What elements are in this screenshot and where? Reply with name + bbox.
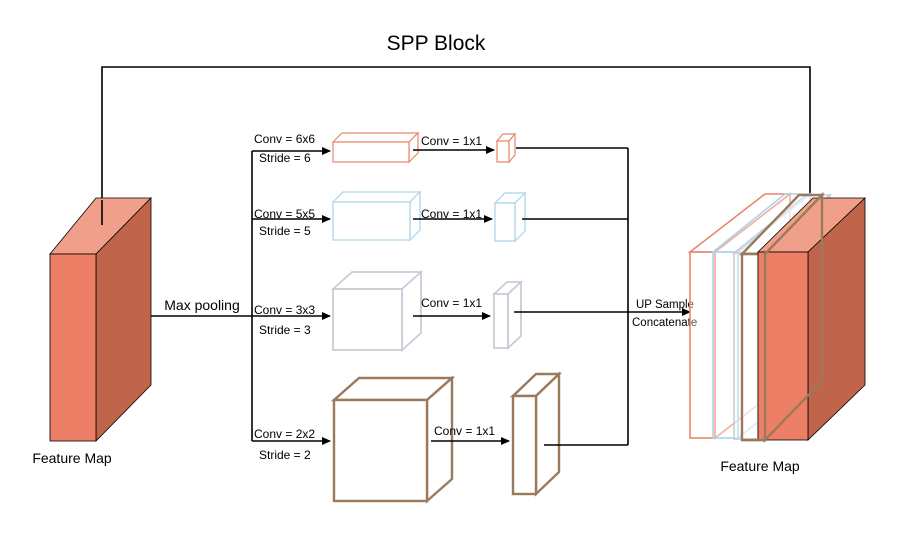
branch-2x2-conv1x1-box — [510, 371, 562, 497]
input-feature-map-front — [49, 253, 97, 442]
branch-3x3-stride-label: Stride = 3 — [259, 323, 311, 337]
branch-3x3-pool-conv-label: Conv = 3x3 — [254, 303, 315, 317]
output-feature-map-label: Feature Map — [720, 458, 800, 474]
branch-5x5-pooled-box — [331, 190, 422, 242]
output-feature-map-main — [757, 197, 867, 441]
branch-2x2-pool-conv-label: Conv = 2x2 — [254, 427, 315, 441]
merge-upsample-label: UP Sample — [636, 299, 694, 311]
input-feature-map-label: Feature Map — [32, 450, 112, 466]
branch-3x3-conv1x1-label: Conv = 1x1 — [421, 296, 482, 310]
max-pooling-label: Max pooling — [164, 297, 240, 313]
branch-5x5-stride-label: Stride = 5 — [259, 224, 311, 238]
branch-3x3: Conv = 3x3 Stride = 3 Conv = 1x1 — [252, 269, 628, 353]
input-feature-map — [49, 197, 152, 442]
branch-2x2-stride-label: Stride = 2 — [259, 448, 311, 462]
output-feature-map — [687, 192, 867, 443]
branch-2x2: Conv = 2x2 Stride = 2 Conv = 1x1 — [252, 371, 628, 504]
branch-2x2-conv1x1-label: Conv = 1x1 — [434, 424, 495, 438]
diagram-title: SPP Block — [387, 32, 486, 55]
branch-6x6-pool-conv-label: Conv = 6x6 — [254, 132, 315, 146]
branch-5x5: Conv = 5x5 Stride = 5 Conv = 1x1 — [252, 190, 628, 243]
branch-3x3-pooled-box — [330, 269, 424, 353]
merge-concatenate-label: Concatenate — [632, 317, 697, 329]
output-slice-overlay — [742, 192, 824, 443]
branch-6x6: Conv = 6x6 Stride = 6 Conv = 1x1 — [252, 131, 628, 165]
branch-6x6-conv1x1-label: Conv = 1x1 — [421, 134, 482, 148]
branch-5x5-pool-conv-label: Conv = 5x5 — [254, 207, 315, 221]
skip-connection-arrow — [101, 66, 814, 224]
branch-6x6-stride-label: Stride = 6 — [259, 151, 311, 165]
branch-6x6-pooled-box — [331, 131, 420, 164]
branch-2x2-pooled-box — [330, 375, 456, 504]
branch-6x6-conv1x1-box — [495, 132, 517, 164]
branch-3x3-conv1x1-box — [491, 279, 524, 351]
branch-5x5-conv1x1-label: Conv = 1x1 — [421, 207, 482, 221]
branch-5x5-conv1x1-box — [493, 191, 527, 243]
